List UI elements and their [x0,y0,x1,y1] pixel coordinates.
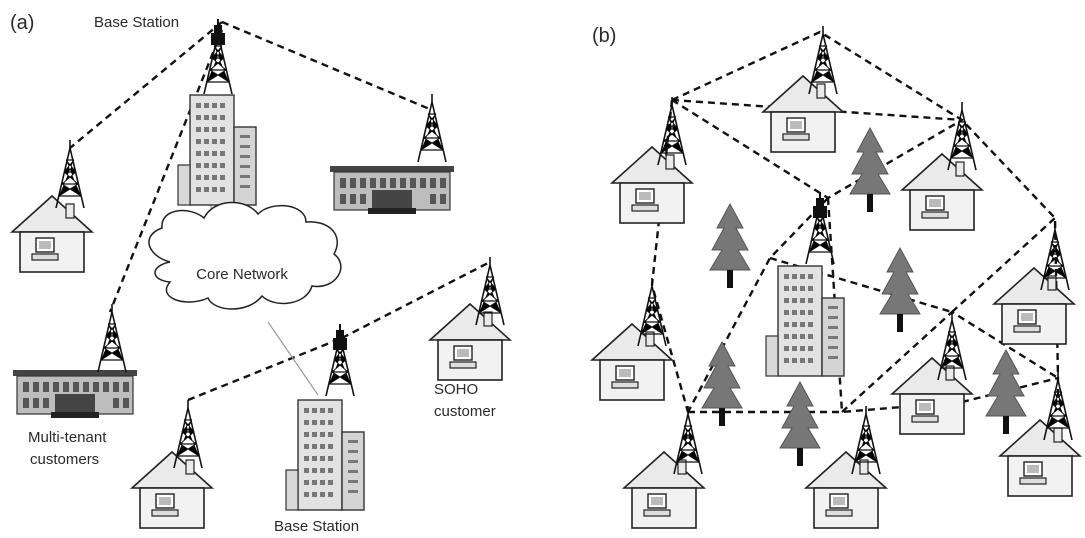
base-station-bottom-label: Base Station [274,518,359,535]
multi-tenant-building-left [12,303,138,419]
house-customer-left [11,139,93,273]
soho-label-line2: customer [434,403,496,420]
wireless-links-a [69,20,491,402]
mesh-house-9 [805,405,887,529]
mesh-tree-4 [701,341,743,427]
soho-house [429,256,511,381]
mesh-house-2 [762,25,844,153]
base-station-top [177,18,257,206]
mesh-house-3 [901,101,983,231]
soho-label-line1: SOHO [434,381,478,398]
multi-tenant-label-line1: Multi-tenant [28,429,107,446]
mesh-house-8 [623,405,705,529]
mesh-links-b [650,30,1060,414]
multi-tenant-label-line2: customers [30,451,99,468]
base-station-top-label: Base Station [94,14,179,31]
house-customer-bottom [131,399,213,529]
mesh-tree-6 [985,349,1027,435]
mesh-tree-3 [879,247,921,333]
core-network-label: Core Network [196,266,288,283]
base-station-bottom [285,323,365,511]
mesh-house-4 [993,221,1075,345]
mesh-house-5 [591,277,673,401]
panel-b-label: (b) [592,25,616,47]
base-station-center [765,191,845,377]
multi-tenant-building-right [329,93,455,215]
panel-b: (b) [591,25,1081,529]
mesh-tree-5 [779,381,821,467]
mesh-tree-1 [849,127,891,213]
mesh-tree-2 [709,203,751,289]
mesh-house-1 [611,96,693,224]
panel-a-label: (a) [10,12,34,34]
panel-a: (a) Base Station [10,12,511,535]
core-network-cloud: Core Network [148,201,342,310]
